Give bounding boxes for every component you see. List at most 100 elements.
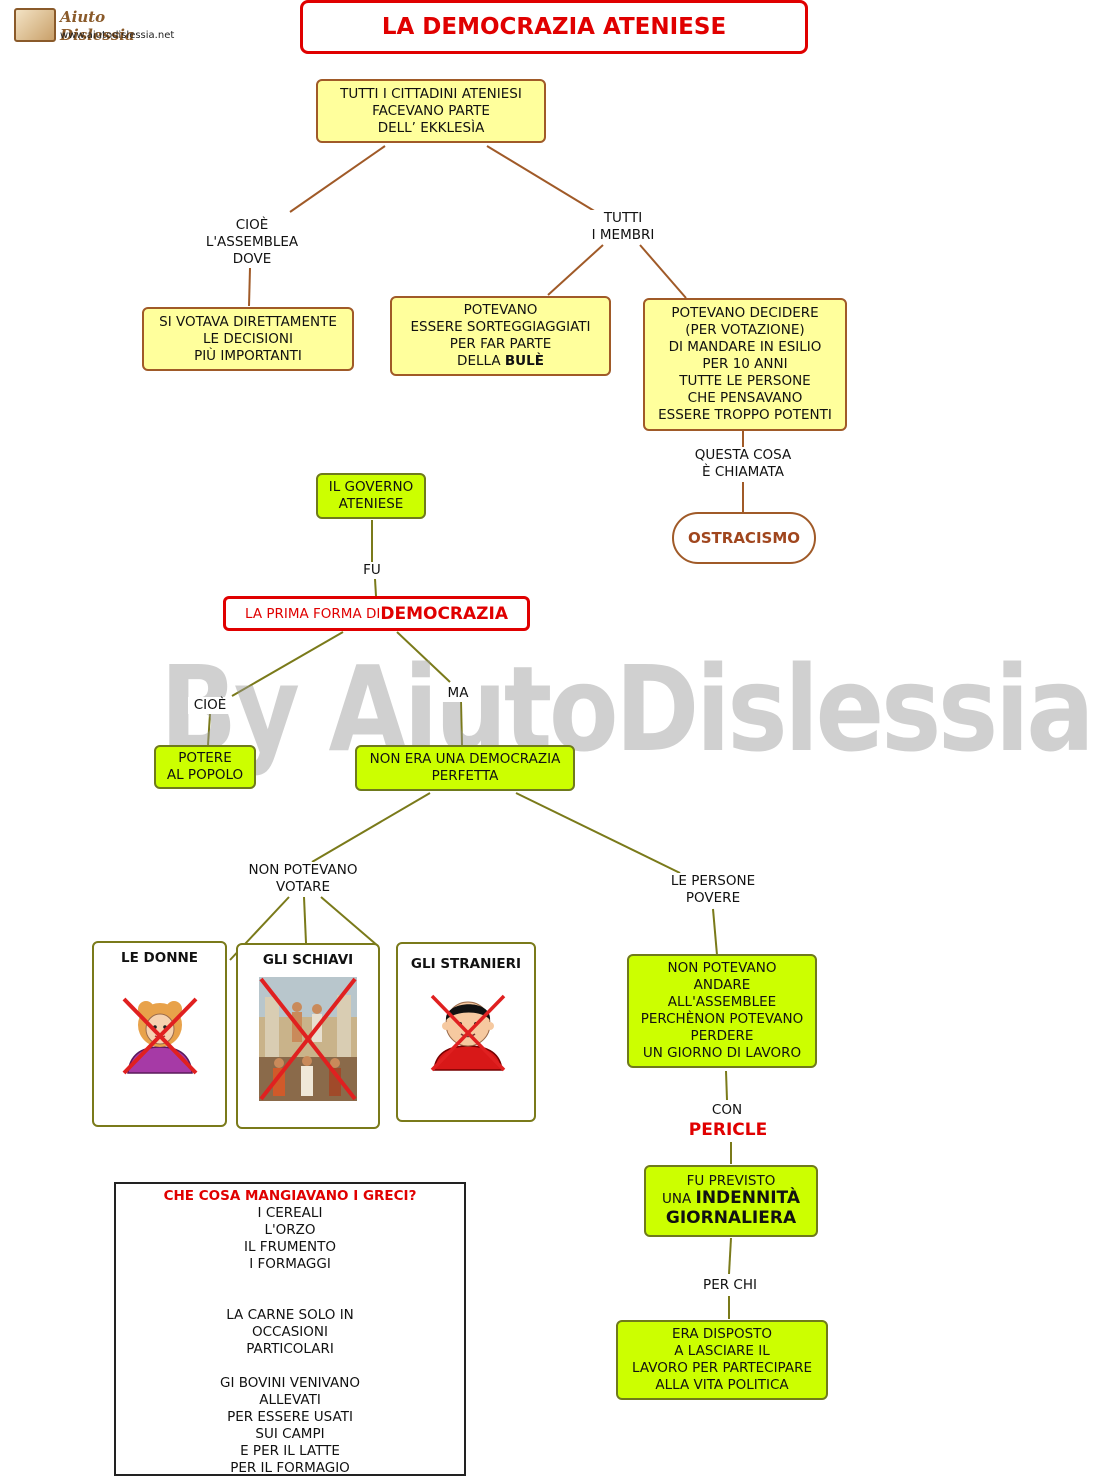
node-text: PERFETTA bbox=[431, 768, 499, 784]
node-text: DELLA bbox=[457, 353, 505, 369]
food-item: OCCASIONI bbox=[252, 1324, 328, 1340]
book-logo-icon bbox=[14, 8, 56, 42]
node-text: NON POTEVANO bbox=[667, 960, 777, 976]
food-title: CHE COSA MANGIAVANO I GRECI? bbox=[163, 1188, 417, 1204]
card-schiavi: GLI SCHIAVI bbox=[236, 943, 380, 1129]
link-cioe: CIOÈ bbox=[188, 697, 232, 714]
connector bbox=[547, 244, 604, 296]
link-text: I MEMBRI bbox=[591, 227, 655, 243]
node-text: UN GIORNO DI LAVORO bbox=[642, 1045, 802, 1061]
node-text: ESSERE SORTEGGIAGGIATI bbox=[410, 319, 591, 335]
node-text: UNA bbox=[661, 1191, 696, 1207]
food-spacer bbox=[116, 1273, 464, 1307]
food-item: L'ORZO bbox=[264, 1222, 316, 1238]
node-text-last: DELLA BULÈ bbox=[457, 353, 544, 370]
node-potere: POTERE AL POPOLO bbox=[154, 745, 256, 789]
site-logo[interactable]: Aiuto Dislessia www.aiutodislessia.net bbox=[14, 6, 174, 46]
node-assemblee: NON POTEVANO ANDARE ALL'ASSEMBLEE PERCHÈ… bbox=[627, 954, 817, 1068]
card-donne: LE DONNE bbox=[92, 941, 227, 1127]
node-text: IL GOVERNO bbox=[328, 479, 414, 495]
connector bbox=[486, 145, 597, 213]
pericle-label: PERICLE bbox=[666, 1120, 790, 1140]
node-text: CHE PENSAVANO bbox=[687, 390, 803, 406]
node-text: FACEVANO PARTE bbox=[372, 102, 490, 119]
indennita-keyword: INDENNITÀ bbox=[695, 1188, 801, 1208]
food-item: GI BOVINI VENIVANO bbox=[220, 1375, 360, 1391]
node-text: AL POPOLO bbox=[166, 767, 244, 783]
food-item: PER IL FORMAGIO bbox=[230, 1460, 350, 1476]
node-democrazia: LA PRIMA FORMA DI DEMOCRAZIA bbox=[223, 596, 530, 631]
giornaliera-keyword: GIORNALIERA bbox=[665, 1208, 797, 1228]
link-text: VOTARE bbox=[276, 879, 330, 895]
food-item: I FORMAGGI bbox=[249, 1256, 331, 1272]
node-votava: SI VOTAVA DIRETTAMENTE LE DECISIONI PIÙ … bbox=[142, 307, 354, 371]
node-text: SI VOTAVA DIRETTAMENTE bbox=[159, 313, 337, 330]
link-text: L'ASSEMBLEA bbox=[205, 234, 299, 250]
node-esilio: POTEVANO DECIDERE (PER VOTAZIONE) DI MAN… bbox=[643, 298, 847, 431]
node-text: ANDARE bbox=[693, 977, 751, 993]
connector bbox=[289, 145, 386, 213]
link-povere: LE PERSONE POVERE bbox=[660, 873, 766, 907]
node-text: (PER VOTAZIONE) bbox=[685, 322, 805, 338]
node-text: PERCHÈNON POTEVANO bbox=[640, 1011, 804, 1027]
link-text: POVERE bbox=[685, 890, 741, 906]
node-text: PER 10 ANNI bbox=[702, 356, 788, 372]
connector bbox=[725, 1070, 728, 1101]
node-non-perfetta: NON ERA UNA DEMOCRAZIA PERFETTA bbox=[355, 745, 575, 791]
democrazia-prefix: LA PRIMA FORMA DI bbox=[245, 605, 381, 622]
logo-name: Aiuto Dislessia bbox=[60, 8, 135, 44]
page-title-text: LA DEMOCRAZIA ATENIESE bbox=[381, 14, 727, 40]
food-item: PER ESSERE USATI bbox=[227, 1409, 353, 1425]
node-sorteggio: POTEVANO ESSERE SORTEGGIAGGIATI PER FAR … bbox=[390, 296, 611, 376]
node-text: POTEVANO DECIDERE bbox=[671, 305, 819, 321]
food-item: PARTICOLARI bbox=[246, 1341, 334, 1357]
node-indennita: FU PREVISTO UNA INDENNITÀ GIORNALIERA bbox=[644, 1165, 818, 1237]
node-text: NON ERA UNA DEMOCRAZIA bbox=[369, 751, 561, 767]
connector bbox=[303, 896, 307, 944]
bule-keyword: BULÈ bbox=[504, 353, 544, 369]
connector bbox=[207, 713, 211, 746]
slaves-painting-crossed-icon bbox=[259, 977, 357, 1101]
connector bbox=[460, 701, 463, 746]
link-text: CIOÈ bbox=[235, 217, 269, 233]
logo-url[interactable]: www.aiutodislessia.net bbox=[60, 30, 175, 41]
connector bbox=[515, 792, 681, 874]
connector bbox=[311, 792, 431, 863]
node-text: PER FAR PARTE bbox=[449, 336, 552, 352]
link-votare: NON POTEVANO VOTARE bbox=[238, 862, 368, 896]
link-fu: FU bbox=[356, 562, 388, 579]
link-con: CON bbox=[690, 1102, 764, 1119]
connector bbox=[248, 267, 251, 307]
connector bbox=[374, 578, 377, 597]
node-ekklesia: TUTTI I CITTADINI ATENIESI FACEVANO PART… bbox=[316, 79, 546, 143]
food-item: E PER IL LATTE bbox=[240, 1443, 340, 1459]
node-text: FU PREVISTO bbox=[686, 1173, 776, 1189]
link-text: LE PERSONE bbox=[670, 873, 756, 889]
node-text: ERA DISPOSTO bbox=[671, 1326, 773, 1342]
food-item: LA CARNE SOLO IN bbox=[226, 1307, 354, 1323]
food-item: ALLEVATI bbox=[259, 1392, 321, 1408]
connector bbox=[396, 631, 451, 683]
link-text: QUESTA COSA bbox=[694, 447, 792, 463]
food-item: IL FRUMENTO bbox=[244, 1239, 336, 1255]
link-text: TUTTI bbox=[603, 210, 643, 226]
food-spacer bbox=[116, 1358, 464, 1375]
node-text: ESSERE TROPPO POTENTI bbox=[658, 407, 832, 423]
link-assemblea: CIOÈ L'ASSEMBLEA DOVE bbox=[196, 217, 308, 268]
node-text: ALL'ASSEMBLEE bbox=[667, 994, 777, 1010]
node-text: DI MANDARE IN ESILIO bbox=[668, 339, 822, 355]
food-item: SUI CAMPI bbox=[255, 1426, 325, 1442]
node-text: LAVORO PER PARTECIPARE bbox=[632, 1360, 812, 1376]
node-text-line2: UNA INDENNITÀ bbox=[662, 1190, 800, 1208]
node-text: POTEVANO bbox=[463, 302, 538, 318]
connector bbox=[320, 896, 379, 947]
node-text: PIÙ IMPORTANTI bbox=[194, 347, 302, 364]
node-text: TUTTI I CITTADINI ATENIESI bbox=[340, 85, 522, 102]
node-ostracismo: OSTRACISMO bbox=[672, 512, 816, 564]
node-text: A LASCIARE IL bbox=[674, 1343, 770, 1359]
node-text: ALLA VITA POLITICA bbox=[655, 1377, 789, 1393]
page-title: LA DEMOCRAZIA ATENIESE bbox=[300, 0, 808, 54]
node-text: LE DECISIONI bbox=[203, 330, 293, 347]
watermark: By AiutoDislessia.net bbox=[160, 640, 1100, 778]
